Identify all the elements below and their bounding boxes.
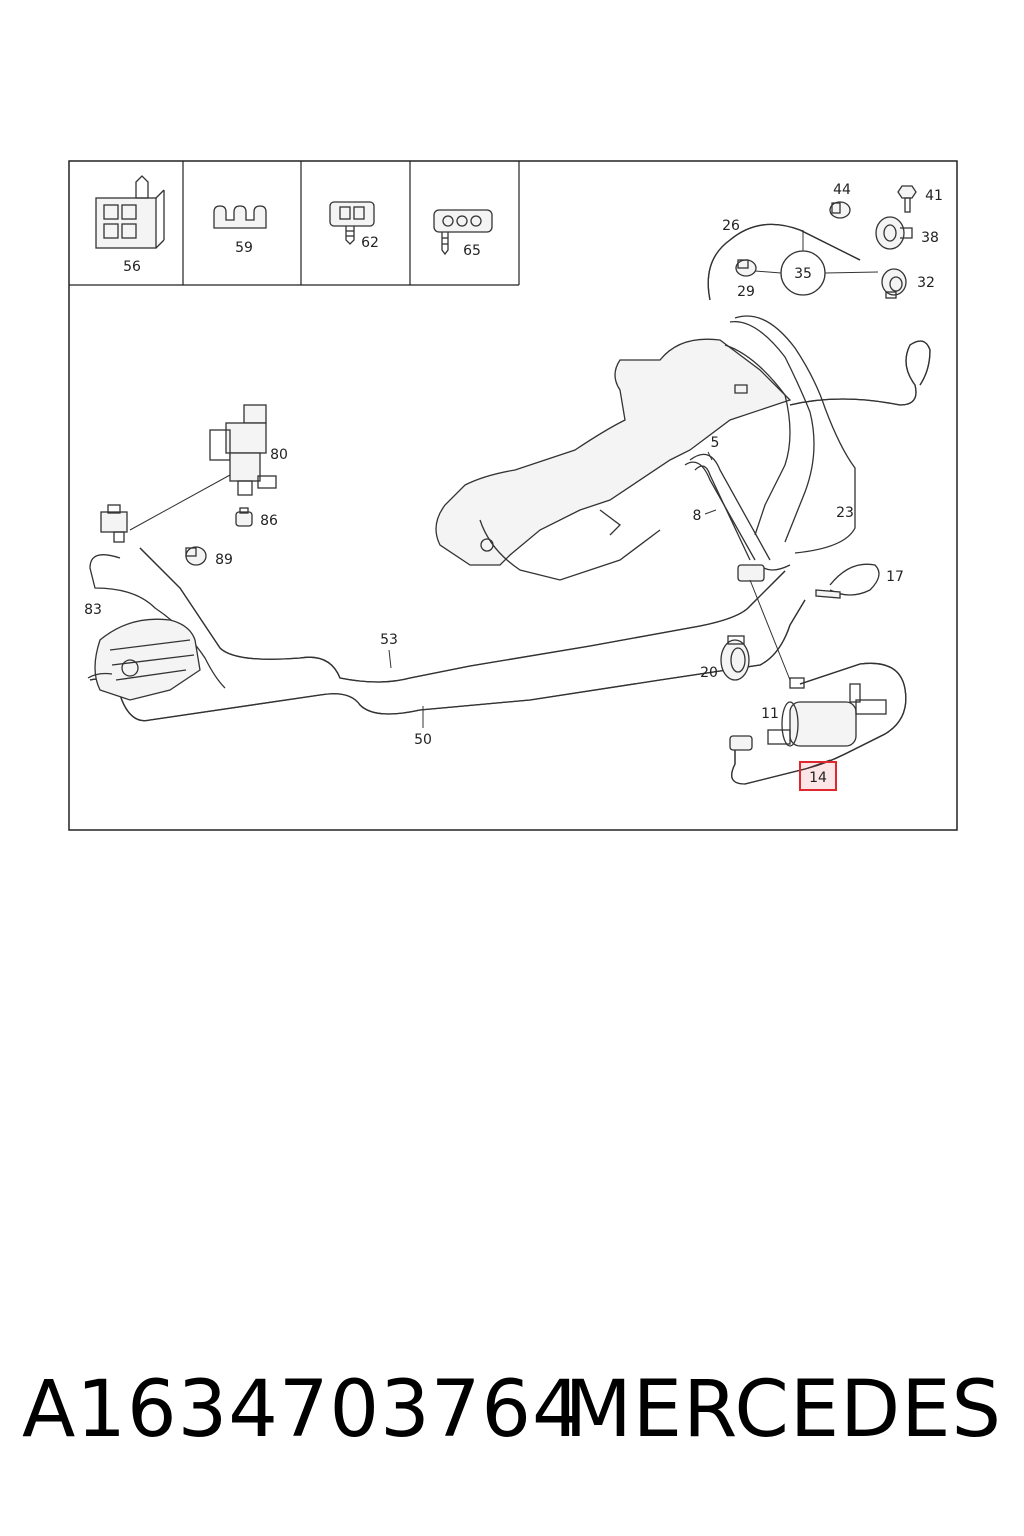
fuel-tank — [435, 338, 792, 581]
callout-65: 65 — [463, 243, 481, 259]
callout-41: 41 — [925, 188, 943, 204]
callout-26: 26 — [722, 218, 740, 234]
fuel-filter-11 — [767, 683, 887, 747]
highlight-box-14 — [799, 761, 837, 791]
callout-80: 80 — [270, 447, 288, 463]
callout-5: 5 — [711, 435, 720, 451]
callout-23: 23 — [836, 505, 854, 521]
part-44-icon — [829, 201, 851, 219]
callout-89: 89 — [215, 552, 233, 568]
part-62-icon — [329, 201, 375, 245]
callout-56: 56 — [123, 259, 141, 275]
part-38-icon — [875, 216, 913, 250]
clamp-20 — [720, 635, 750, 681]
clamp-17 — [815, 563, 880, 599]
callout-62: 62 — [361, 235, 379, 251]
callout-32: 32 — [917, 275, 935, 291]
valve-80 — [209, 404, 277, 496]
part-56-icon — [95, 175, 165, 249]
part-32-icon — [881, 268, 907, 299]
filler-pipe — [789, 340, 931, 406]
hose-26 — [707, 223, 861, 301]
callout-86: 86 — [260, 513, 278, 529]
callout-44: 44 — [833, 182, 851, 198]
junction — [737, 564, 791, 681]
leader-80 — [129, 474, 231, 531]
connector-83 — [100, 504, 128, 543]
part-65-icon — [433, 209, 493, 256]
leaders-35 — [754, 230, 879, 274]
callout-11: 11 — [761, 706, 779, 722]
callout-29: 29 — [737, 284, 755, 300]
callout-8: 8 — [693, 508, 702, 524]
vent-lines — [724, 315, 856, 571]
line-53 — [139, 547, 786, 683]
lines-5-8 — [684, 451, 771, 561]
intake-manifold — [87, 618, 201, 701]
callout-38: 38 — [921, 230, 939, 246]
inset-cells — [69, 161, 520, 286]
parts-diagram: 56 59 62 65 26 35 44 — [68, 160, 958, 831]
part-59-icon — [213, 205, 267, 229]
part-number: A1634703764 — [22, 1365, 583, 1455]
caption-bar: A1634703764 MERCEDES — [0, 1365, 1024, 1475]
diagram-frame — [68, 160, 958, 831]
part-89-icon — [185, 546, 207, 566]
callout-35: 35 — [794, 266, 812, 282]
callout-83: 83 — [84, 602, 102, 618]
part-86-icon — [235, 507, 253, 527]
brand-name: MERCEDES — [564, 1365, 1002, 1455]
callout-59: 59 — [235, 240, 253, 256]
callout-53: 53 — [380, 632, 398, 648]
callout-50: 50 — [414, 732, 432, 748]
part-29-icon — [735, 259, 757, 277]
part-41-icon — [897, 185, 917, 213]
diagram-canvas: 56 59 62 65 26 35 44 — [68, 160, 958, 831]
callout-20: 20 — [700, 665, 718, 681]
callout-17: 17 — [886, 569, 904, 585]
line-83 — [89, 554, 226, 689]
callout-14: 14 — [809, 770, 827, 786]
